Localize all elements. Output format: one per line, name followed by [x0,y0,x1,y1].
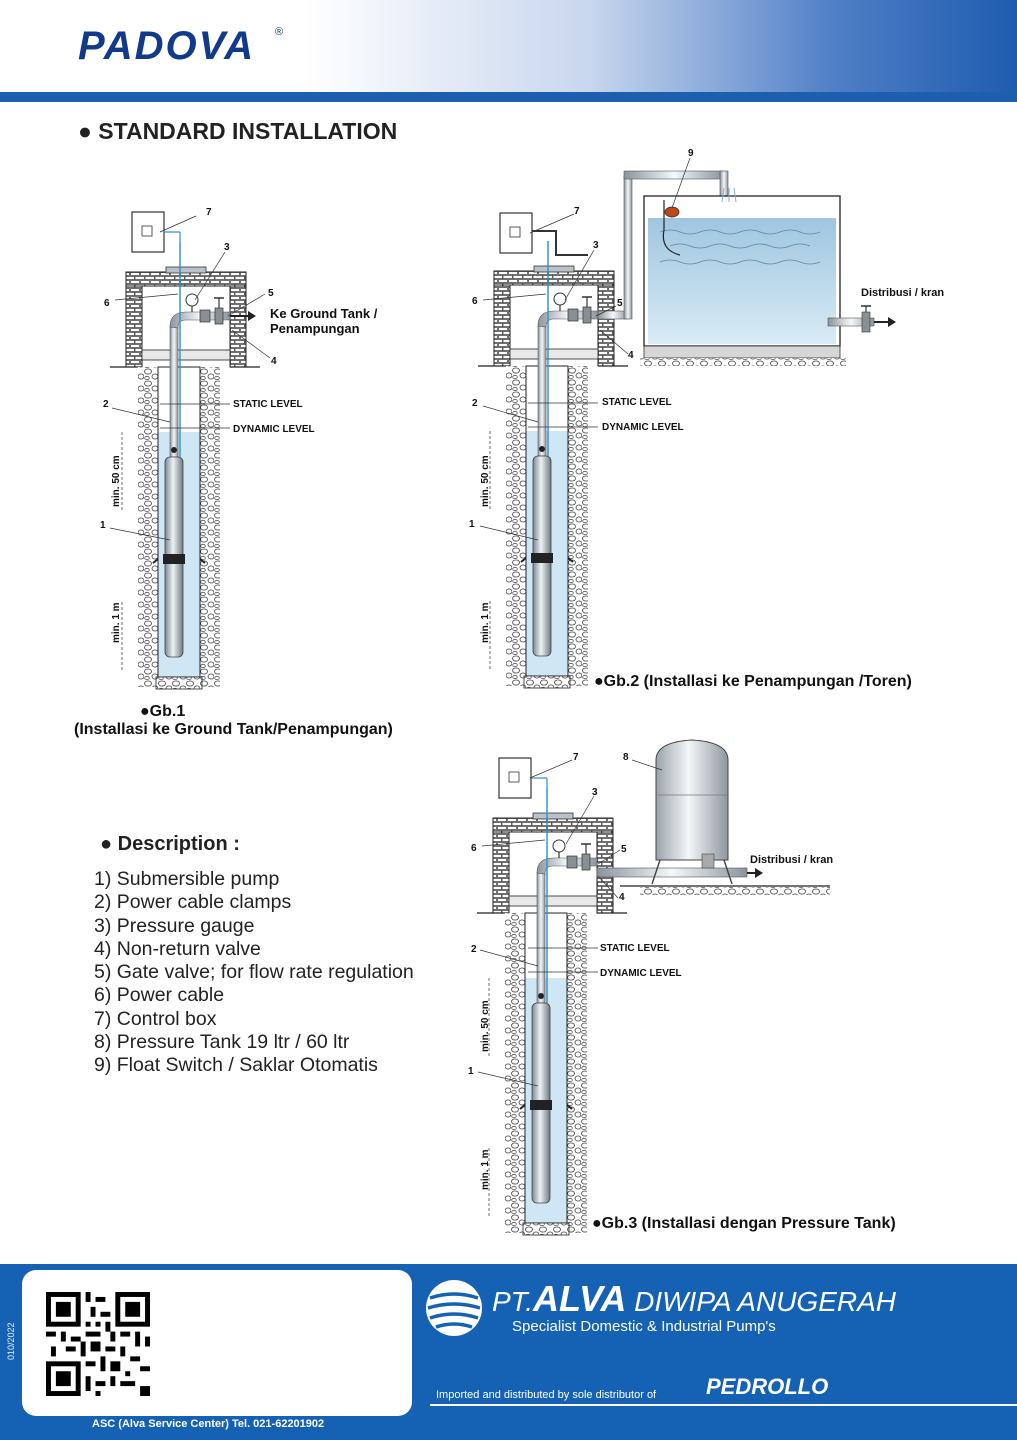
section-title: ● STANDARD INSTALLATION [78,118,398,144]
header-gradient [0,0,1017,92]
description-item: 4) Non-return valve [94,937,261,960]
label-3-gb2: 3 [593,240,599,251]
diagram-gb3 [476,757,763,1236]
pressure-tank [620,739,830,895]
label-7-gb2: 7 [574,206,580,217]
storage-tank [640,187,896,366]
footer-divider [430,1404,1017,1406]
description-item: 2) Power cable clamps [94,891,292,914]
diagram-gb1 [109,211,261,690]
description-list: 1) Submersible pump 2) Power cable clamp… [94,868,414,1078]
label-2-gb2: 2 [472,398,478,409]
label-3-gb1: 3 [224,242,230,253]
label-6-gb1: 6 [104,298,110,309]
label-1-gb2: 1 [469,519,475,530]
gb2-caption: ●Gb.2 (Installasi ke Penampungan /Toren) [594,673,912,690]
min50-gb1: min. 50 cm [111,455,122,507]
label-5-gb3: 5 [621,844,627,855]
document-code: 010/2022 [6,1322,16,1360]
static-level-gb2: STATIC LEVEL [602,397,672,408]
min1m-gb1: min. 1 m [111,602,122,643]
label-6-gb3: 6 [471,843,477,854]
service-center: ASC (Alva Service Center) Tel. 021-62201… [92,1418,325,1430]
label-4-gb2: 4 [628,350,634,361]
ground-tank-label: Ke Ground Tank / [270,306,378,321]
alva-globe-icon [426,1280,482,1336]
label-5-gb2: 5 [617,298,623,309]
padova-logo: PADOVA [78,24,256,68]
distribusi-gb2: Distribusi / kran [861,287,944,299]
installation-diagrams: 7 3 6 5 4 2 1 STATIC LEVEL DYNAMIC LEVEL… [100,148,944,1236]
qr-code-icon[interactable] [46,1292,150,1396]
min1m-gb2: min. 1 m [480,602,491,643]
label-1-gb1: 1 [100,520,106,531]
label-7-gb3: 7 [573,752,579,763]
description-item: 9) Float Switch / Saklar Otomatis [94,1054,378,1077]
label-6-gb2: 6 [472,296,478,307]
description-item: 5) Gate valve; for flow rate regulation [94,961,414,984]
static-level-gb1: STATIC LEVEL [233,399,303,410]
label-2-gb1: 2 [103,399,109,410]
dynamic-level-gb2: DYNAMIC LEVEL [602,422,684,433]
description-item: 1) Submersible pump [94,868,280,890]
pedrollo-logo: PEDROLLO [706,1374,829,1399]
label-9-gb2: 9 [688,148,694,159]
description-item: 6) Power cable [94,984,225,1007]
imported-note: Imported and distributed by sole distrib… [436,1389,657,1401]
description-item: 3) Pressure gauge [94,914,255,937]
label-7-gb1: 7 [206,207,212,218]
qr-card [22,1270,412,1416]
company-tagline: Specialist Domestic & Industrial Pump's [512,1318,776,1335]
gb1-caption-sub: (Installasi ke Ground Tank/Penampungan) [74,721,393,738]
description-item: 7) Control box [94,1007,217,1030]
diagram-gb2 [477,170,729,689]
min50-gb2: min. 50 cm [480,455,491,507]
label-4-gb1: 4 [271,356,277,367]
company-rest: DIWIPA ANUGERAH [626,1286,896,1317]
distribusi-gb3: Distribusi / kran [750,854,833,866]
label-3-gb3: 3 [592,787,598,798]
header-bar [0,92,1017,102]
registered-mark: ® [275,26,284,38]
label-5-gb1: 5 [268,288,274,299]
dynamic-level-gb3: DYNAMIC LEVEL [600,968,682,979]
dynamic-level-gb1: DYNAMIC LEVEL [233,424,315,435]
gb1-caption-title: ●Gb.1 [140,703,186,720]
description-item: 8) Pressure Tank 19 ltr / 60 ltr [94,1031,350,1054]
description-title: ● Description : [100,833,240,855]
company-name: PT.ALVA DIWIPA ANUGERAH [492,1278,896,1320]
label-1-gb3: 1 [468,1066,474,1077]
min50-gb3: min. 50 cm [480,1000,491,1052]
static-level-gb3: STATIC LEVEL [600,943,670,954]
gb3-caption: ●Gb.3 (Installasi dengan Pressure Tank) [592,1215,896,1232]
min1m-gb3: min. 1 m [480,1149,491,1190]
company-prefix: PT. [492,1286,533,1317]
company-bold: ALVA [533,1278,627,1319]
ground-tank-label-2: Penampungan [270,321,360,336]
label-4-gb3: 4 [619,892,625,903]
label-8-gb3: 8 [623,752,629,763]
label-2-gb3: 2 [471,944,477,955]
